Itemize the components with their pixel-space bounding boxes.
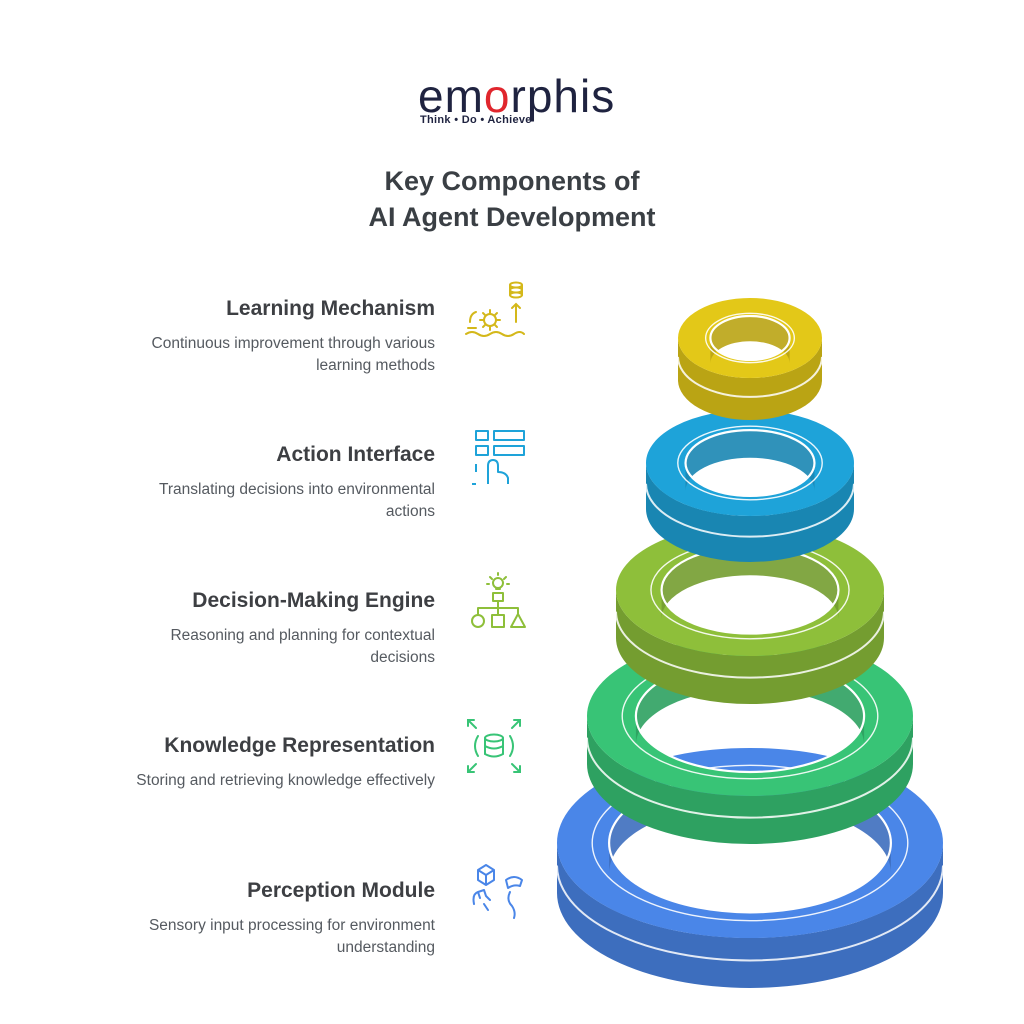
ring-side-highlight xyxy=(586,737,914,819)
component-title: Perception Module xyxy=(247,879,435,902)
stacked-rings-diagram xyxy=(556,298,944,988)
component-perception-module: Perception Module Sensory input processi… xyxy=(15,877,435,959)
logo-wordmark: emorphis xyxy=(418,70,616,122)
component-title: Knowledge Representation xyxy=(164,734,435,757)
touch-interface-icon xyxy=(472,430,525,485)
component-description: Translating decisions into environmental… xyxy=(159,481,435,520)
ring-side-highlight xyxy=(556,865,944,962)
ring-inner-outline-2 xyxy=(677,425,823,501)
database-expand-icon xyxy=(467,719,521,773)
title-line-2: AI Agent Development xyxy=(368,202,656,232)
ring-inner-outline-2 xyxy=(704,312,796,364)
component-description: Storing and retrieving knowledge effecti… xyxy=(136,772,435,789)
decision-tree-icon xyxy=(471,572,526,628)
ring-side-highlight xyxy=(677,356,823,398)
ring-decision-making-engine xyxy=(615,524,885,704)
gear-data-icon xyxy=(465,281,525,337)
ring-inner-wall xyxy=(710,316,790,364)
page-title: Key Components of AI Agent Development xyxy=(0,163,1024,235)
ring-top xyxy=(616,524,884,656)
ring-side-highlight xyxy=(615,611,885,679)
company-logo: emorphis Think • Do • Achieve xyxy=(410,70,640,130)
perception-icon xyxy=(472,864,523,919)
rings-group xyxy=(556,298,944,988)
ring-inner-wall xyxy=(685,430,815,491)
component-action-interface: Action Interface Translating decisions i… xyxy=(15,441,435,523)
ring-inner-wall xyxy=(661,546,839,619)
ring-side xyxy=(646,463,854,562)
ring-top xyxy=(678,298,822,378)
ring-inner-outline xyxy=(684,429,816,497)
component-knowledge-representation: Knowledge Representation Storing and ret… xyxy=(15,732,435,792)
component-learning-mechanism: Learning Mechanism Continuous improvemen… xyxy=(15,295,435,377)
ring-side xyxy=(557,843,943,988)
ring-inner-outline-2 xyxy=(591,764,909,922)
component-description: Sensory input processing for environment… xyxy=(148,917,435,956)
component-title: Decision-Making Engine xyxy=(192,589,435,612)
title-line-1: Key Components of xyxy=(384,166,640,196)
ring-learning-mechanism xyxy=(677,298,823,420)
component-title: Action Interface xyxy=(276,443,435,466)
component-title: Learning Mechanism xyxy=(226,297,435,320)
logo-tagline: Think • Do • Achieve xyxy=(420,114,532,126)
ring-top xyxy=(646,409,854,517)
ring-side-highlight xyxy=(645,483,855,538)
ring-inner-outline xyxy=(709,314,791,362)
ring-side xyxy=(616,590,884,704)
ring-action-interface xyxy=(645,409,855,562)
component-decision-making-engine: Decision-Making Engine Reasoning and pla… xyxy=(15,587,435,669)
ring-side xyxy=(587,716,913,844)
ring-side xyxy=(678,338,822,420)
